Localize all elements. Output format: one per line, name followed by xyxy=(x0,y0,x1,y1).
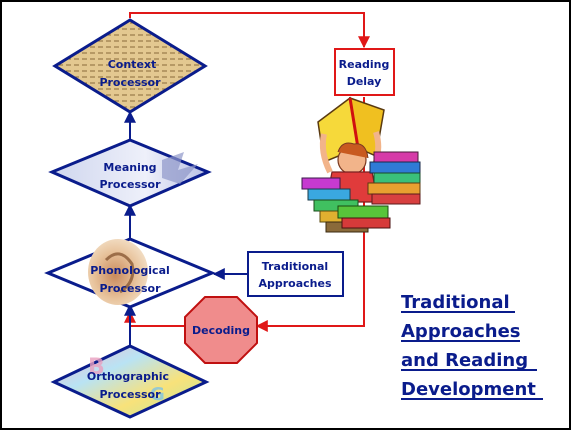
feather-decoration-icon xyxy=(162,152,198,184)
decoding-label: Decoding xyxy=(192,324,250,337)
reading-child-with-books-icon xyxy=(301,96,421,233)
orthographic-processor: B G Orthographic Processor xyxy=(50,344,210,419)
title-line-1: Traditional xyxy=(401,292,510,313)
title-line-2: Approaches xyxy=(401,321,521,342)
title-line-4: Development xyxy=(401,379,536,400)
context-processor: Context Processor xyxy=(52,18,208,114)
processor-arrows xyxy=(124,110,247,346)
traditional-approaches-label-line1: Traditional xyxy=(262,260,328,273)
ear-icon xyxy=(88,239,148,305)
reading-delay-label-line2: Delay xyxy=(347,75,382,88)
reading-delay-label-line1: Reading xyxy=(339,58,390,71)
orthographic-processor-label-line2: Processor xyxy=(99,388,161,401)
letter-decoration-icon: B xyxy=(88,355,105,380)
title-line-3: and Reading xyxy=(401,350,528,371)
meaning-processor-label-line1: Meaning xyxy=(103,161,156,174)
reading-delay-box: Reading Delay xyxy=(334,48,395,96)
meaning-processor: Meaning Processor xyxy=(48,138,212,208)
reading-diagram: Context Processor Meaning Processor Phon… xyxy=(44,12,543,419)
context-processor-label-line2: Processor xyxy=(99,76,161,89)
decoding-stop-sign: Decoding xyxy=(184,296,258,364)
orthographic-processor-label-line1: Orthographic xyxy=(87,370,169,383)
meaning-processor-label-line2: Processor xyxy=(99,178,161,191)
phonological-processor: Phonological Processor xyxy=(44,237,216,309)
context-processor-label-line1: Context xyxy=(108,58,157,71)
phonological-processor-label-line1: Phonological xyxy=(90,264,170,277)
traditional-approaches-box: Traditional Approaches xyxy=(247,251,344,297)
phonological-processor-label-line2: Processor xyxy=(99,282,161,295)
traditional-approaches-label-line2: Approaches xyxy=(258,277,331,290)
slide-title: Traditional Approaches and Reading Devel… xyxy=(401,292,543,400)
letter-decoration-icon: G xyxy=(150,384,165,405)
